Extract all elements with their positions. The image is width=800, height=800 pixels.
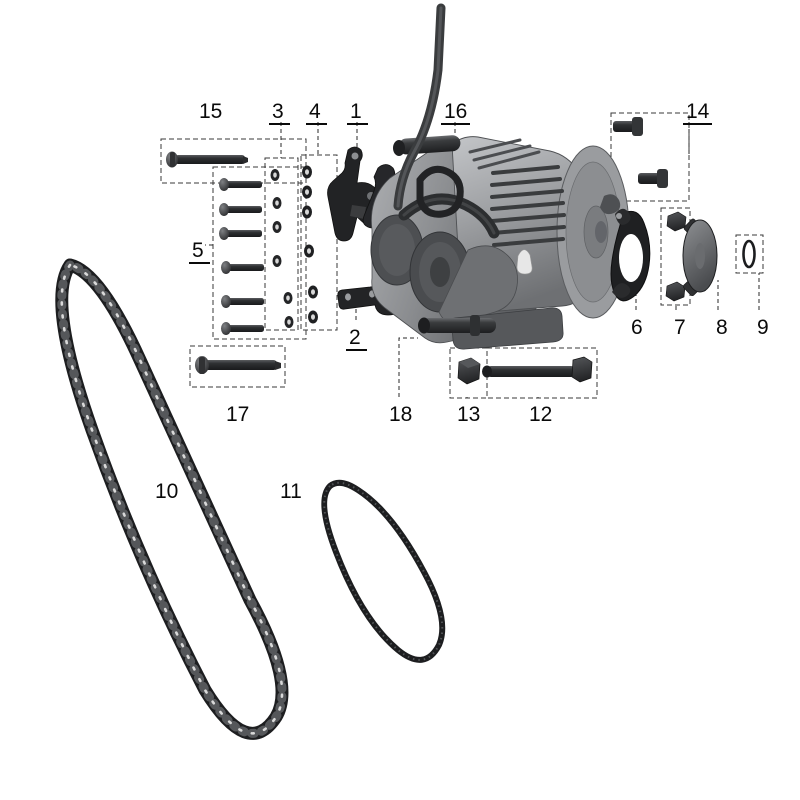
- callout-13: 13: [457, 403, 481, 426]
- box-5: [212, 166, 307, 340]
- part-8-drive-sprocket: [682, 218, 718, 297]
- bolt-5-4: [221, 261, 264, 274]
- callout-16: 16: [444, 100, 468, 123]
- box-17: [189, 345, 286, 388]
- part-9-retaining-clip: [742, 239, 756, 269]
- part-18-axle-shaft: [418, 315, 496, 336]
- bolt-5-6: [221, 322, 264, 335]
- part-11-drive-belt: [321, 479, 446, 663]
- part-12-through-bolt: [482, 356, 593, 383]
- callout-8: 8: [716, 316, 728, 339]
- part-3-spacer-column: [270, 169, 294, 328]
- callout-11: 11: [280, 480, 302, 503]
- callout-5: 5: [192, 239, 204, 262]
- part-6-mount-ring: [610, 208, 651, 302]
- callout-14: 14: [686, 100, 710, 123]
- part-16-cable-harness: [393, 3, 446, 211]
- bolt-14-1: [613, 117, 643, 136]
- callout-1: 1: [350, 100, 362, 123]
- part-15-long-bolt-upper: [166, 151, 248, 168]
- box-7: [660, 207, 691, 306]
- callout-12: 12: [529, 403, 553, 426]
- part-4-spacer-column: [302, 165, 318, 324]
- callout-3: 3: [272, 100, 284, 123]
- part-7-nut-pair: [665, 211, 687, 302]
- motor-cooling-fins: [490, 165, 566, 247]
- box-4: [300, 154, 338, 331]
- part-10-drive-chain: [55, 258, 289, 740]
- bolt-5-2: [219, 203, 262, 216]
- part-13-flange-nut: [457, 357, 481, 385]
- callout-2: 2: [349, 326, 361, 349]
- bolt-14-2: [638, 169, 668, 188]
- part-5-bolt-set: [219, 178, 264, 335]
- bolt-5-1: [219, 178, 262, 191]
- box-15: [160, 138, 307, 184]
- box-3: [264, 157, 299, 331]
- callout-9: 9: [757, 316, 769, 339]
- bolt-5-5: [221, 295, 264, 308]
- motor-top-ribs: [468, 138, 541, 170]
- callout-17: 17: [226, 403, 250, 426]
- callout-7: 7: [674, 316, 686, 339]
- callout-15: 15: [199, 100, 223, 123]
- callout-10: 10: [155, 480, 179, 503]
- bolt-5-3: [219, 227, 262, 240]
- leader-18: [398, 337, 418, 397]
- callout-6: 6: [631, 316, 643, 339]
- callout-4: 4: [309, 100, 321, 123]
- callout-underlines: [189, 123, 712, 351]
- callout-18: 18: [389, 403, 413, 426]
- part-14-flange-bolts: [613, 117, 668, 188]
- part-17-long-bolt-lower: [195, 356, 281, 374]
